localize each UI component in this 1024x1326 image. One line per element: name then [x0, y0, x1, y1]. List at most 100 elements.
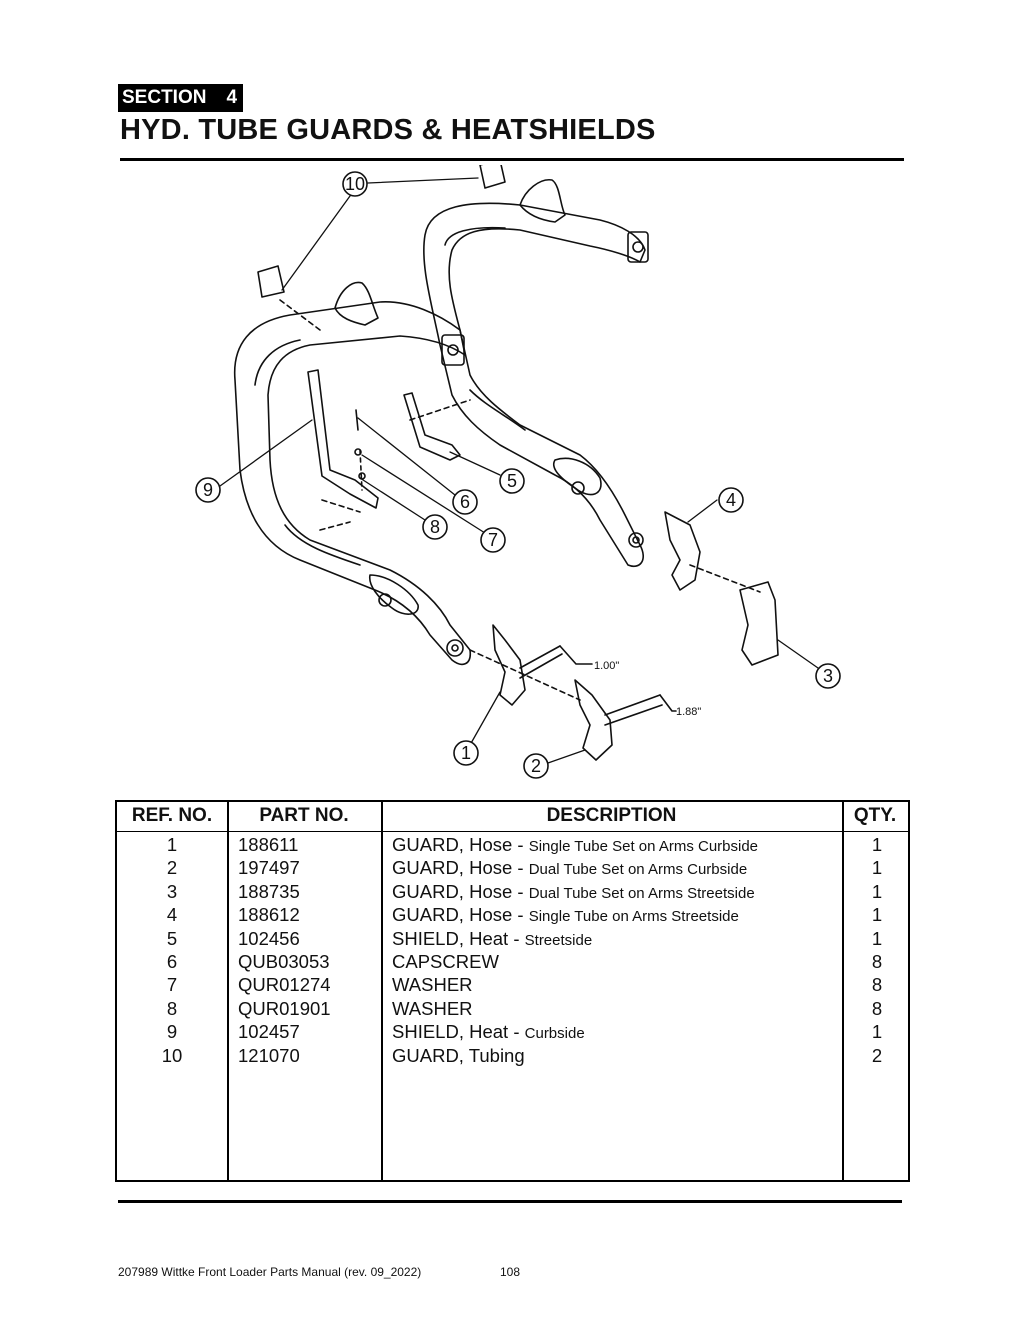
qty-cell: 8 — [871, 974, 883, 996]
part-no-cell: 197497 — [238, 857, 300, 879]
front-loader-arm — [233, 281, 472, 666]
table-row: 8 QUR01901 WASHER 8 — [117, 998, 908, 1021]
description-main: WASHER — [392, 974, 473, 996]
ref-no-cell: 2 — [166, 857, 178, 879]
tubing-guard-parts — [257, 165, 506, 331]
description-cell: CAPSCREW — [392, 951, 499, 973]
qty-cell: 1 — [871, 1021, 883, 1043]
table-row: 10 121070 GUARD, Tubing 2 — [117, 1045, 908, 1068]
dimension-label: 1.00" — [594, 660, 619, 672]
qty-cell: 2 — [871, 1044, 883, 1066]
table-row: 9 102457 SHIELD, Heat - Curbside 1 — [117, 1021, 908, 1044]
part-no-cell: 188612 — [238, 904, 300, 926]
qty-cell: 1 — [871, 857, 883, 879]
part-no-cell: QUR01901 — [238, 997, 331, 1019]
section-number: 4 — [226, 87, 238, 108]
callout-2: 2 — [523, 753, 549, 779]
callout-3: 3 — [815, 663, 841, 689]
callout-1: 1 — [453, 740, 479, 766]
header-ref-no: REF. NO. — [131, 805, 213, 826]
hose-guard-2 — [574, 679, 677, 761]
svg-text:2: 2 — [531, 756, 541, 776]
exploded-parts-diagram: 1.00" 1.88" 10 9 6 5 8 7 4 — [195, 165, 841, 779]
svg-text:3: 3 — [823, 666, 833, 686]
description-cell: GUARD, Tubing — [392, 1045, 525, 1067]
description-main: GUARD, Hose - — [392, 857, 524, 879]
part-no-cell: 102457 — [238, 1021, 300, 1043]
description-cell: GUARD, Hose - Dual Tube Set on Arms Stre… — [392, 881, 755, 903]
description-detail: Dual Tube Set on Arms Streetside — [528, 884, 755, 902]
header-description: DESCRIPTION — [546, 805, 677, 826]
ref-no-cell: 3 — [166, 880, 178, 902]
table-header-row: REF. NO. PART NO. DESCRIPTION QTY. — [117, 802, 908, 832]
description-main: GUARD, Tubing — [392, 1044, 525, 1066]
ref-no-cell: 10 — [161, 1044, 183, 1066]
table-row: 3 188735 GUARD, Hose - Dual Tube Set on Ar… — [117, 881, 908, 904]
rear-loader-arm — [423, 179, 649, 567]
svg-text:5: 5 — [507, 471, 517, 491]
svg-text:6: 6 — [460, 492, 470, 512]
description-cell: SHIELD, Heat - Streetside — [392, 928, 592, 950]
footer: 207989 Wittke Front Loader Parts Manual … — [118, 1265, 520, 1279]
manual-title: 207989 Wittke Front Loader Parts Manual … — [118, 1265, 422, 1279]
callout-9: 9 — [195, 477, 221, 503]
part-no-cell: 188735 — [238, 880, 300, 902]
header-part-no: PART NO. — [259, 805, 349, 826]
column-divider — [842, 802, 844, 1180]
title-rule — [120, 158, 904, 161]
description-cell: WASHER — [392, 998, 473, 1020]
description-main: SHIELD, Heat - — [392, 1021, 520, 1043]
svg-text:10: 10 — [345, 174, 365, 194]
svg-text:9: 9 — [203, 480, 213, 500]
qty-cell: 1 — [871, 880, 883, 902]
ref-no-cell: 6 — [166, 950, 178, 972]
svg-text:1: 1 — [461, 743, 471, 763]
description-cell: SHIELD, Heat - Curbside — [392, 1021, 585, 1043]
description-main: GUARD, Hose - — [392, 834, 524, 855]
description-cell: GUARD, Hose - Single Tube Set on Arms Cu… — [392, 834, 758, 856]
description-main: GUARD, Hose - — [392, 880, 524, 902]
hose-guard-1 — [492, 624, 593, 706]
description-cell: GUARD, Hose - Dual Tube Set on Arms Curb… — [392, 857, 747, 879]
section-label: SECTION — [122, 87, 207, 108]
callout-4: 4 — [718, 487, 744, 513]
description-main: SHIELD, Heat - — [392, 927, 520, 949]
ref-no-cell: 8 — [166, 997, 178, 1019]
ref-no-cell: 4 — [166, 904, 178, 926]
assembly-line — [469, 649, 581, 701]
qty-cell: 8 — [871, 997, 883, 1019]
part-no-cell: 188611 — [238, 834, 299, 855]
ref-no-cell: 9 — [166, 1021, 178, 1043]
callout-6: 6 — [452, 489, 478, 515]
ref-no-cell: 5 — [166, 927, 178, 949]
part-no-cell: 121070 — [238, 1044, 300, 1066]
table-row: 2 197497 GUARD, Hose - Dual Tube Set on Ar… — [117, 857, 908, 880]
page-number: 108 — [500, 1265, 521, 1279]
column-divider — [227, 802, 229, 1180]
qty-cell: 8 — [871, 950, 883, 972]
part-no-cell: 102456 — [238, 927, 300, 949]
description-detail: Single Tube on Arms Streetside — [528, 908, 739, 926]
page-title: HYD. TUBE GUARDS & HEATSHIELDS — [120, 114, 656, 146]
description-detail: Dual Tube Set on Arms Curbside — [528, 861, 748, 879]
callout-8: 8 — [422, 514, 448, 540]
description-main: CAPSCREW — [392, 950, 499, 972]
callout-5: 5 — [499, 468, 525, 494]
table-row: 5 102456 SHIELD, Heat - Streetside 1 — [117, 928, 908, 951]
part-no-cell: QUR01274 — [238, 974, 331, 996]
svg-text:7: 7 — [488, 530, 498, 550]
description-detail: Streetside — [524, 931, 593, 949]
svg-text:4: 4 — [726, 490, 736, 510]
hose-guard-3 — [739, 581, 779, 666]
qty-cell: 1 — [871, 904, 883, 926]
callout-7: 7 — [480, 527, 506, 553]
header-qty: QTY. — [853, 805, 897, 826]
ref-no-cell: 7 — [166, 974, 178, 996]
description-detail: Curbside — [524, 1025, 585, 1043]
qty-cell: 1 — [871, 927, 883, 949]
